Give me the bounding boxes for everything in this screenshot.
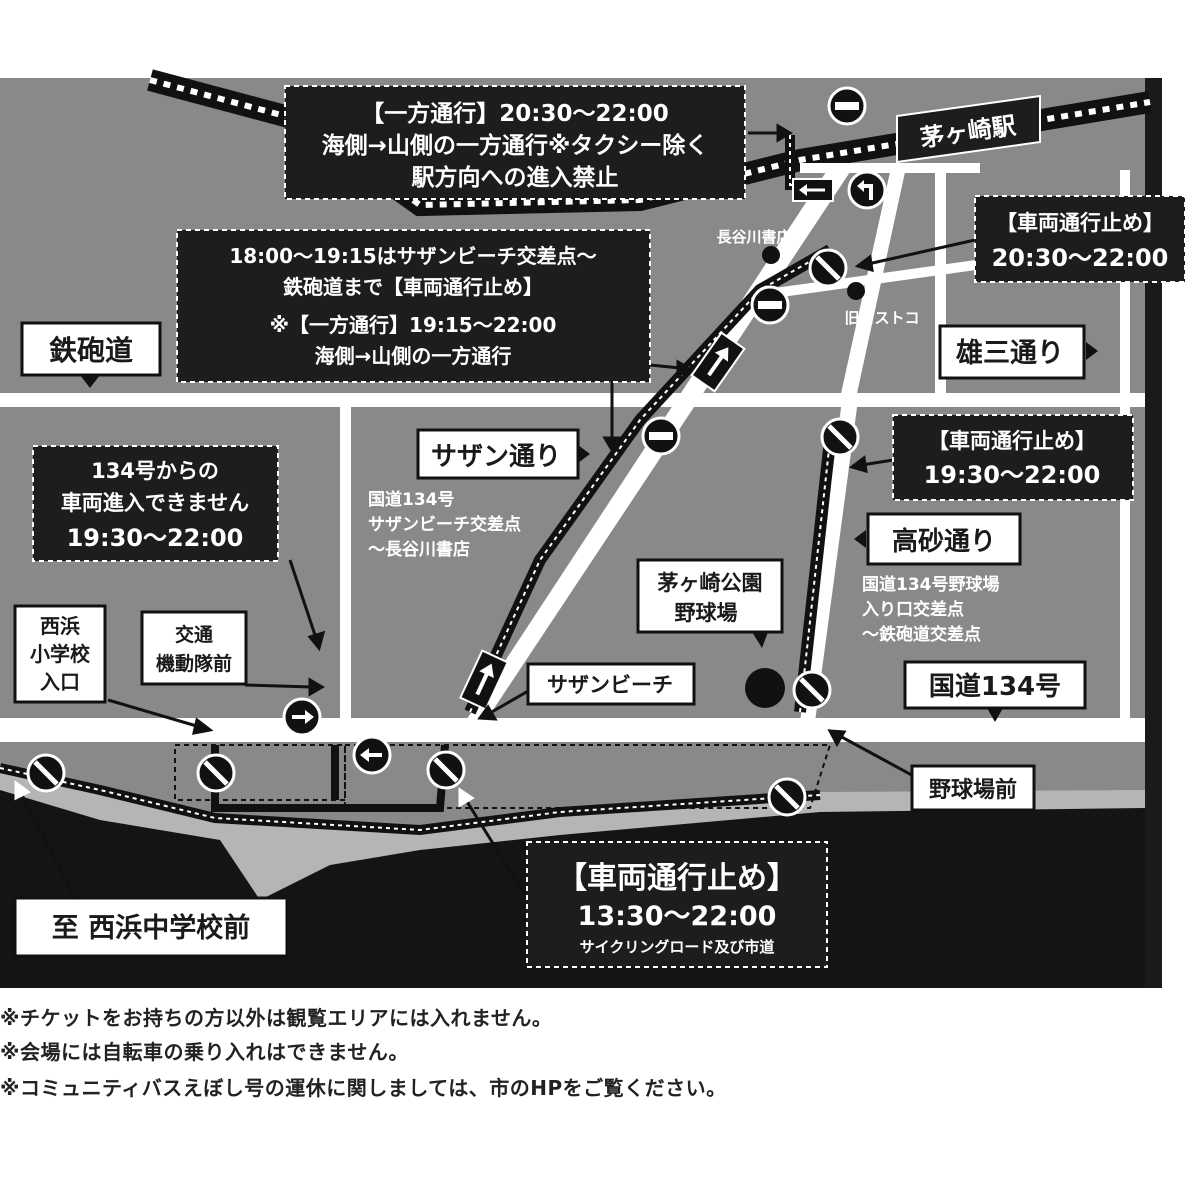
traffic-police-label: 交通 機動隊前 [140, 610, 248, 686]
nishihama-school-label: 西浜 小学校 入口 [13, 604, 107, 704]
no-entry-sign-icon [641, 416, 681, 456]
closed-right-top-line2: 20:30〜22:00 [992, 244, 1169, 272]
takasago-range-line1: 国道134号野球場 [862, 574, 1000, 595]
one-way-arrow-icon [690, 331, 746, 393]
takasago-range-text: 国道134号野球場 入り口交差点 〜鉄砲道交差点 [862, 574, 1000, 645]
footnote-1: ※チケットをお持ちの方以外は観覧エリアには入れません。 [0, 1006, 553, 1030]
closed-bottom-line1: 【車両通行止め】 [557, 861, 797, 896]
yakyujo-mae-label: 野球場前 [910, 764, 1036, 812]
southern-range-line3: 〜長谷川書店 [368, 539, 470, 560]
road-closed-sign-icon [428, 752, 464, 788]
no-entry-134-line3: 19:30〜22:00 [67, 524, 244, 552]
footnote-2: ※会場には自転車の乗り入れはできません。 [0, 1040, 409, 1064]
closed-takasago-line2: 19:30〜22:00 [924, 461, 1101, 489]
southern-restriction-box: 18:00〜19:15はサザンビーチ交差点〜 鉄砲道まで【車両通行止め】 ※【一… [176, 229, 651, 383]
road-closed-sign-icon [822, 419, 858, 455]
teppoumichi-label: 鉄砲道 [20, 321, 162, 388]
closed-right-top-line1: 【車両通行止め】 [996, 211, 1164, 235]
footnote-3: ※コミュニティバスえぼし号の運休に関しましては、市のHPをご覧ください。 [0, 1076, 727, 1100]
southern-line4: 海側→山側の一方通行 [315, 344, 512, 368]
southern-range-line2: サザンビーチ交差点 [368, 514, 521, 535]
no-entry-sign-icon [750, 285, 790, 325]
takasago-range-line3: 〜鉄砲道交差点 [862, 624, 981, 645]
oneway-notice-top: 【一方通行】20:30〜22:00 海側→山側の一方通行※タクシー除く 駅方向へ… [284, 85, 746, 200]
kotsu-line2: 機動隊前 [156, 652, 232, 675]
southern-range-text: 国道134号 サザンビーチ交差点 〜長谷川書店 [368, 489, 521, 560]
southern-beach-label: サザンビーチ [526, 662, 696, 706]
road-closed-sign-icon [769, 779, 805, 815]
yuzo-dori-text: 雄三通り [955, 338, 1064, 369]
closed-notice-bottom: 【車両通行止め】 13:30〜22:00 サイクリングロード及び市道 [526, 841, 828, 968]
nishihama-line3: 入口 [40, 670, 80, 694]
closed-notice-takasago: 【車両通行止め】 19:30〜22:00 [892, 414, 1134, 501]
teppoumichi-text: 鉄砲道 [49, 334, 133, 367]
takasago-dori-text: 高砂通り [892, 526, 996, 557]
no-entry-from-134-box: 134号からの 車両進入できません 19:30〜22:00 [32, 445, 279, 562]
southern-dori-label: サザン通り [416, 428, 590, 480]
park-marker [745, 668, 785, 708]
takasago-dori-label: 高砂通り [854, 512, 1022, 566]
bookshop-marker [762, 246, 780, 264]
park-label: 茅ヶ崎公園 野球場 [636, 558, 784, 648]
southern-beach-text: サザンビーチ [547, 673, 673, 697]
one-way-arrow-icon [352, 735, 392, 775]
to-nishihama-label: 至 西浜中学校前 [13, 896, 289, 958]
takasago-range-line2: 入り口交差点 [862, 599, 964, 620]
one-way-arrow-icon [282, 697, 322, 737]
road-closed-sign-icon [794, 672, 830, 708]
route134-label: 国道134号 [903, 660, 1087, 722]
southern-range-line1: 国道134号 [368, 489, 455, 510]
oneway-top-line2: 海側→山側の一方通行※タクシー除く [322, 132, 709, 159]
callout-arrows [14, 123, 976, 929]
no-entry-sign-icon [827, 86, 867, 126]
nishihama-line2: 小学校 [30, 642, 91, 666]
no-entry-134-line1: 134号からの [91, 459, 219, 483]
oneway-top-line3: 駅方向への進入禁止 [412, 164, 619, 191]
left-turn-arrow-icon [847, 170, 887, 210]
park-label-line2: 野球場 [675, 601, 738, 625]
yuzo-dori-label: 雄三通り [938, 324, 1098, 380]
nishihama-line1: 西浜 [40, 614, 80, 638]
closed-notice-right-top: 【車両通行止め】 20:30〜22:00 [974, 195, 1186, 283]
route134-text: 国道134号 [929, 671, 1061, 702]
yakyujo-mae-text: 野球場前 [929, 777, 1017, 803]
one-way-arrow-icon [792, 178, 834, 202]
station-label: 茅ヶ崎駅 [896, 94, 1041, 164]
closed-bottom-line3: サイクリングロード及び市道 [580, 938, 775, 956]
park-label-line1: 茅ヶ崎公園 [658, 571, 763, 595]
no-entry-134-line2: 車両進入できません [61, 491, 249, 515]
southern-dori-text: サザン通り [431, 442, 561, 472]
southern-line3: ※【一方通行】19:15〜22:00 [270, 313, 557, 337]
closed-takasago-line1: 【車両通行止め】 [928, 429, 1096, 453]
southern-line1: 18:00〜19:15はサザンビーチ交差点〜 [229, 244, 596, 268]
closed-bottom-line2: 13:30〜22:00 [578, 901, 777, 932]
railway [147, 69, 1152, 217]
road-closed-sign-icon [198, 755, 234, 791]
oneway-top-line1: 【一方通行】20:30〜22:00 [361, 100, 668, 127]
southern-line2: 鉄砲道まで【車両通行止め】 [283, 275, 543, 299]
road-closed-sign-icon [810, 250, 846, 286]
hasegawa-bookstore-label: 長谷川書店 [716, 228, 791, 246]
kotsu-line1: 交通 [175, 623, 214, 646]
traffic-signs [28, 86, 887, 815]
to-nishihama-text: 至 西浜中学校前 [52, 912, 250, 944]
one-way-arrow-icon [458, 649, 510, 711]
costco-marker [847, 282, 865, 300]
road-closed-sign-icon [28, 755, 64, 791]
old-costco-label: 旧コストコ [844, 309, 919, 327]
